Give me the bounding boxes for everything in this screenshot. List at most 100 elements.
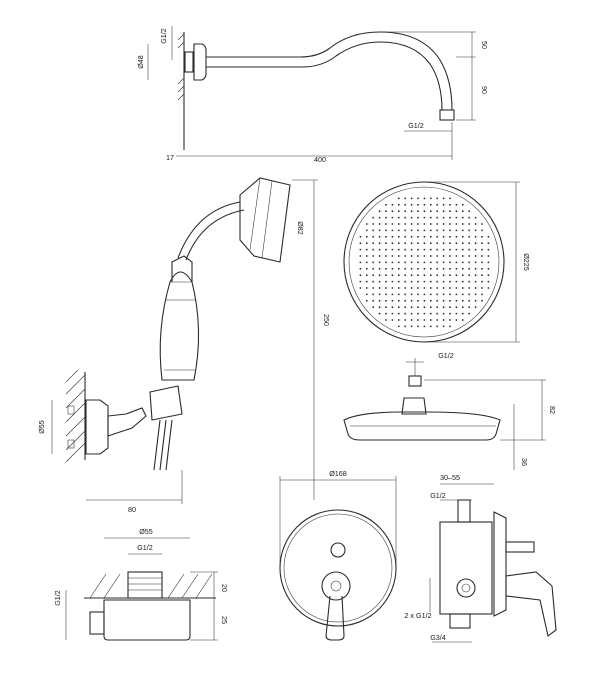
diverter-knob <box>330 542 346 558</box>
nozzle-dot <box>423 312 426 315</box>
hand-wall-hatch <box>65 369 86 463</box>
nozzle-dot <box>429 280 432 283</box>
outlet-thread-top <box>127 571 163 599</box>
nozzle-dot <box>423 293 426 296</box>
nozzle-dot <box>487 267 490 270</box>
nozzle-dot <box>442 248 445 251</box>
nozzle-dot <box>429 203 432 206</box>
nozzle-dot <box>474 293 477 296</box>
nozzle-dot <box>417 248 419 251</box>
dim-arm-height-lower: 90 <box>480 86 489 94</box>
nozzle-dot <box>404 280 407 283</box>
nozzle-dot <box>385 312 387 315</box>
dim-hand-bracket-diameter: Ø55 <box>37 420 46 434</box>
nozzle-dot <box>436 248 439 251</box>
nozzle-dot <box>449 319 451 321</box>
nozzle-dot <box>449 255 451 257</box>
wall-outlet-view: Ø55 G1/2 G1/2 20 25 <box>53 527 229 641</box>
nozzle-dot <box>385 299 387 302</box>
nozzle-dot <box>487 274 490 277</box>
nozzle-dot <box>397 312 400 315</box>
nozzle-dot <box>417 255 419 257</box>
nozzle-dot <box>404 197 407 200</box>
nozzle-dot <box>397 229 400 232</box>
nozzle-dot <box>468 299 471 302</box>
nozzle-dot <box>461 235 464 238</box>
nozzle-dot <box>455 229 458 232</box>
nozzle-dot <box>397 274 400 277</box>
bracket-arm <box>107 407 147 437</box>
nozzle-dot <box>455 299 458 302</box>
arm-pipe-top <box>206 31 453 111</box>
nozzle-dot <box>378 210 381 213</box>
bracket-holder <box>149 385 183 421</box>
nozzle-dot <box>474 248 477 251</box>
nozzle-dot <box>487 242 490 245</box>
nozzle-dot <box>397 261 400 264</box>
nozzle-dot <box>429 210 432 213</box>
mixer-lever <box>325 595 345 641</box>
nozzle-dot <box>365 261 368 264</box>
arm-wall-flange <box>193 43 207 81</box>
nozzle-dot <box>423 255 426 257</box>
nozzle-dot <box>468 312 471 315</box>
nozzle-dot <box>404 216 407 219</box>
nozzle-dot <box>455 223 458 225</box>
nozzle-dot <box>468 255 471 257</box>
nozzle-dot <box>442 319 445 321</box>
dim-rain-thread: G1/2 <box>438 351 454 360</box>
nozzle-dot <box>468 287 471 289</box>
nozzle-dot <box>429 312 432 315</box>
nozzle-dot <box>449 312 451 315</box>
nozzle-dot <box>378 248 381 251</box>
nozzle-dot <box>385 242 387 245</box>
nozzle-dot <box>404 235 407 238</box>
nozzle-dot <box>481 235 483 238</box>
nozzle-dot <box>372 223 375 225</box>
nozzle-dot <box>391 229 394 232</box>
nozzle-dot <box>385 223 387 225</box>
nozzle-dot <box>455 306 458 309</box>
nozzle-dot <box>410 306 413 309</box>
nozzle-dot <box>391 255 394 257</box>
nozzle-dot <box>404 203 407 206</box>
nozzle-dot <box>429 223 432 225</box>
nozzle-dot <box>397 293 400 296</box>
nozzle-dot <box>436 312 439 315</box>
nozzle-dot <box>410 255 413 257</box>
nozzle-dot <box>474 261 477 264</box>
nozzle-dot <box>391 242 394 245</box>
nozzle-dot <box>455 274 458 277</box>
nozzle-dot <box>455 319 458 321</box>
nozzle-dot <box>429 255 432 257</box>
nozzle-dot <box>397 267 400 270</box>
nozzle-dot <box>474 274 477 277</box>
nozzle-dot <box>442 306 445 309</box>
nozzle-dot <box>474 267 477 270</box>
nozzle-dot <box>429 274 432 277</box>
nozzle-dot <box>391 235 394 238</box>
nozzle-dot <box>423 280 426 283</box>
nozzle-dot <box>417 274 419 277</box>
nozzle-dot <box>391 299 394 302</box>
dim-hand-projection: 80 <box>128 505 136 514</box>
nozzle-dot <box>429 267 432 270</box>
nozzle-dot <box>423 229 426 232</box>
nozzle-dot <box>442 325 445 328</box>
nozzle-dot <box>461 306 464 309</box>
rain-head-nozzles <box>359 197 490 328</box>
nozzle-dot <box>461 280 464 283</box>
nozzle-dot <box>474 216 477 219</box>
diverter-spindle <box>505 541 535 553</box>
nozzle-dot <box>487 280 490 283</box>
nozzle-dot <box>468 306 471 309</box>
nozzle-dot <box>385 235 387 238</box>
nozzle-dot <box>365 280 368 283</box>
nozzle-dot <box>417 261 419 264</box>
rain-side-thread <box>408 375 422 387</box>
nozzle-dot <box>481 242 483 245</box>
nozzle-dot <box>385 274 387 277</box>
nozzle-dot <box>436 255 439 257</box>
nozzle-dot <box>378 267 381 270</box>
nozzle-dot <box>397 223 400 225</box>
